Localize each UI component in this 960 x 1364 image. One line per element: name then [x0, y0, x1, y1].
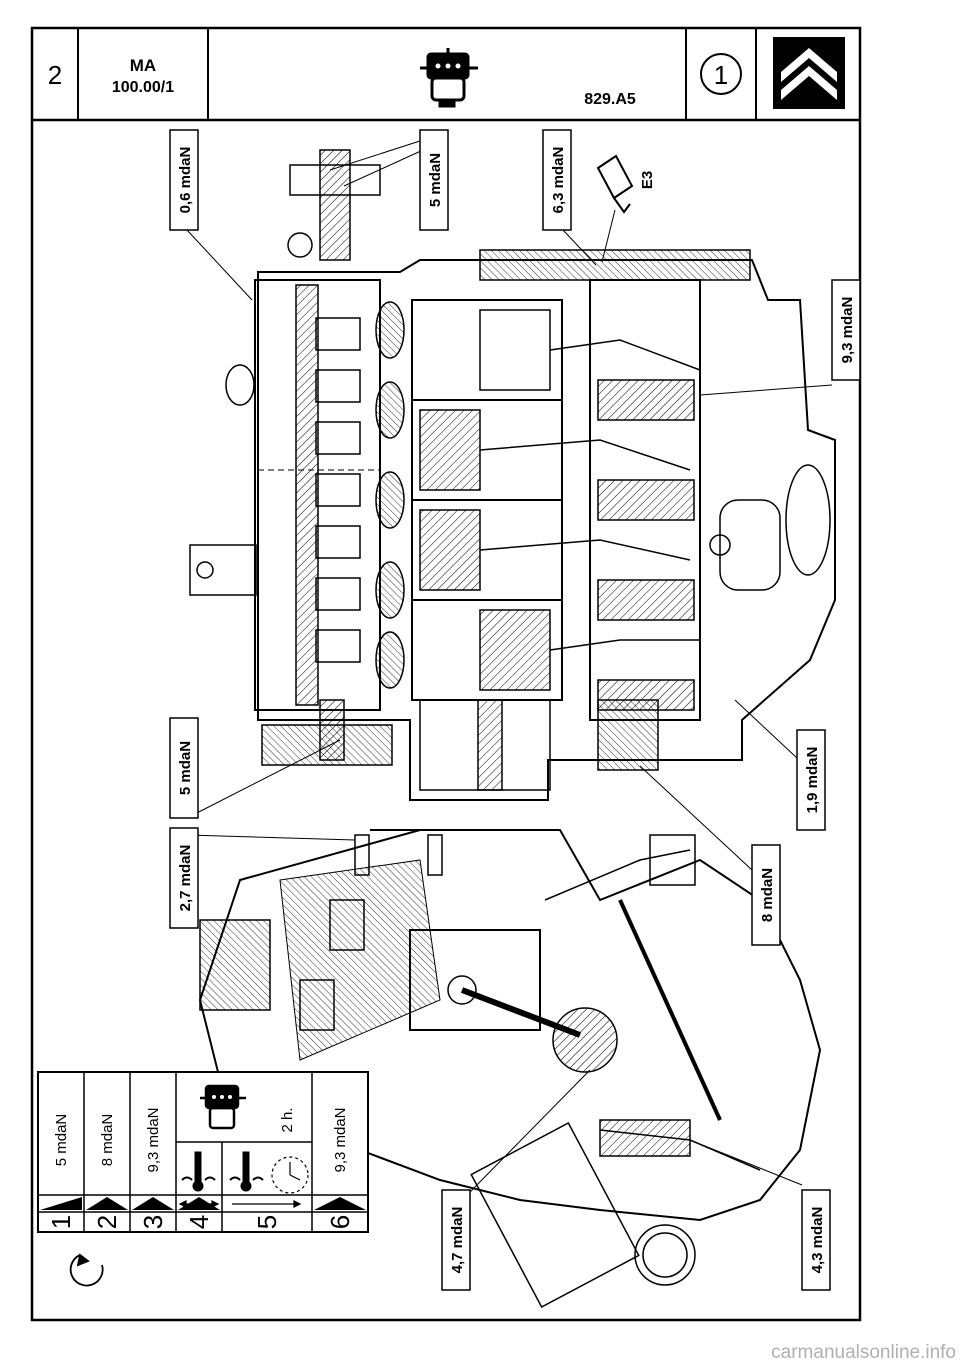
svg-text:8 mdaN: 8 mdaN	[759, 868, 776, 922]
section-number-badge: 1	[700, 53, 742, 95]
manual-code-line2: 100.00/1	[112, 79, 174, 96]
step-markers	[40, 1197, 366, 1210]
watermark: carmanualsonline.info	[771, 1342, 956, 1363]
step-3-value: 9,3 mdaN	[145, 1107, 162, 1172]
step-3-number: 3	[138, 1215, 168, 1229]
citroen-double-chevron-icon	[773, 37, 845, 109]
tightening-sequence-table: 5 mdaN 8 mdaN 9,3 mdaN 2 h. 9,3 mdaN	[37, 1071, 369, 1233]
step-6-number: 6	[325, 1215, 355, 1229]
svg-text:2,7 mdaN: 2,7 mdaN	[177, 845, 194, 912]
engine-icon	[420, 48, 478, 108]
svg-text:4,3 mdaN: 4,3 mdaN	[809, 1207, 826, 1274]
torque-label-4-3: 4,3 mdaN	[801, 1189, 831, 1291]
svg-text:6,3 mdaN: 6,3 mdaN	[550, 147, 567, 214]
step-1-value: 5 mdaN	[53, 1114, 70, 1167]
coolant-temperature-icon	[181, 1151, 216, 1192]
svg-text:0,6 mdaN: 0,6 mdaN	[177, 147, 194, 214]
svg-text:4,7 mdaN: 4,7 mdaN	[449, 1207, 466, 1274]
step-5-value: 2 h.	[279, 1107, 296, 1132]
step-2-value: 8 mdaN	[99, 1114, 116, 1167]
torque-label-5-top: 5 mdaN	[419, 129, 449, 231]
torque-label-6-3: 6,3 mdaN	[542, 129, 572, 231]
step-4-number: 4	[184, 1215, 214, 1229]
coolant-temperature-icon	[229, 1151, 264, 1192]
svg-text:5 mdaN: 5 mdaN	[427, 153, 444, 207]
rotate-arrow-icon	[69, 1253, 104, 1287]
svg-text:1,9 mdaN: 1,9 mdaN	[804, 747, 821, 814]
clock-icon	[271, 1156, 309, 1194]
svg-text:9,3 mdaN: 9,3 mdaN	[839, 297, 856, 364]
engine-longitudinal-section	[189, 149, 836, 801]
engine-icon	[200, 1084, 246, 1130]
step-6-value: 9,3 mdaN	[332, 1107, 349, 1172]
torque-label-2-7: 2,7 mdaN	[169, 827, 199, 929]
page-frame	[30, 26, 862, 1322]
torque-label-0-6: 0,6 mdaN	[169, 129, 199, 231]
arrow-indicators	[178, 1200, 302, 1208]
step-1-number: 1	[46, 1215, 76, 1229]
leader-lines	[186, 139, 833, 1193]
torque-label-4-7: 4,7 mdaN	[441, 1189, 471, 1291]
torque-label-9-3-top: 9,3 mdaN	[831, 279, 861, 381]
svg-text:5 mdaN: 5 mdaN	[177, 741, 194, 795]
sealant-label: E3	[639, 171, 656, 189]
engine-cross-section	[198, 829, 822, 1309]
manual-code-line1: MA	[130, 56, 156, 75]
step-2-number: 2	[92, 1215, 122, 1229]
torque-label-8: 8 mdaN	[751, 844, 781, 946]
torque-label-5-mid: 5 mdaN	[169, 717, 199, 819]
step-5-number: 5	[252, 1215, 282, 1229]
engine-code: 829.A5	[584, 91, 636, 108]
header: 2 MA 100.00/1 829.A5 1	[32, 28, 860, 122]
section-number: 1	[714, 60, 728, 90]
torque-label-1-9: 1,9 mdaN	[796, 729, 826, 831]
page-number: 2	[48, 60, 62, 90]
sealant-tube-icon: E3	[596, 154, 656, 214]
